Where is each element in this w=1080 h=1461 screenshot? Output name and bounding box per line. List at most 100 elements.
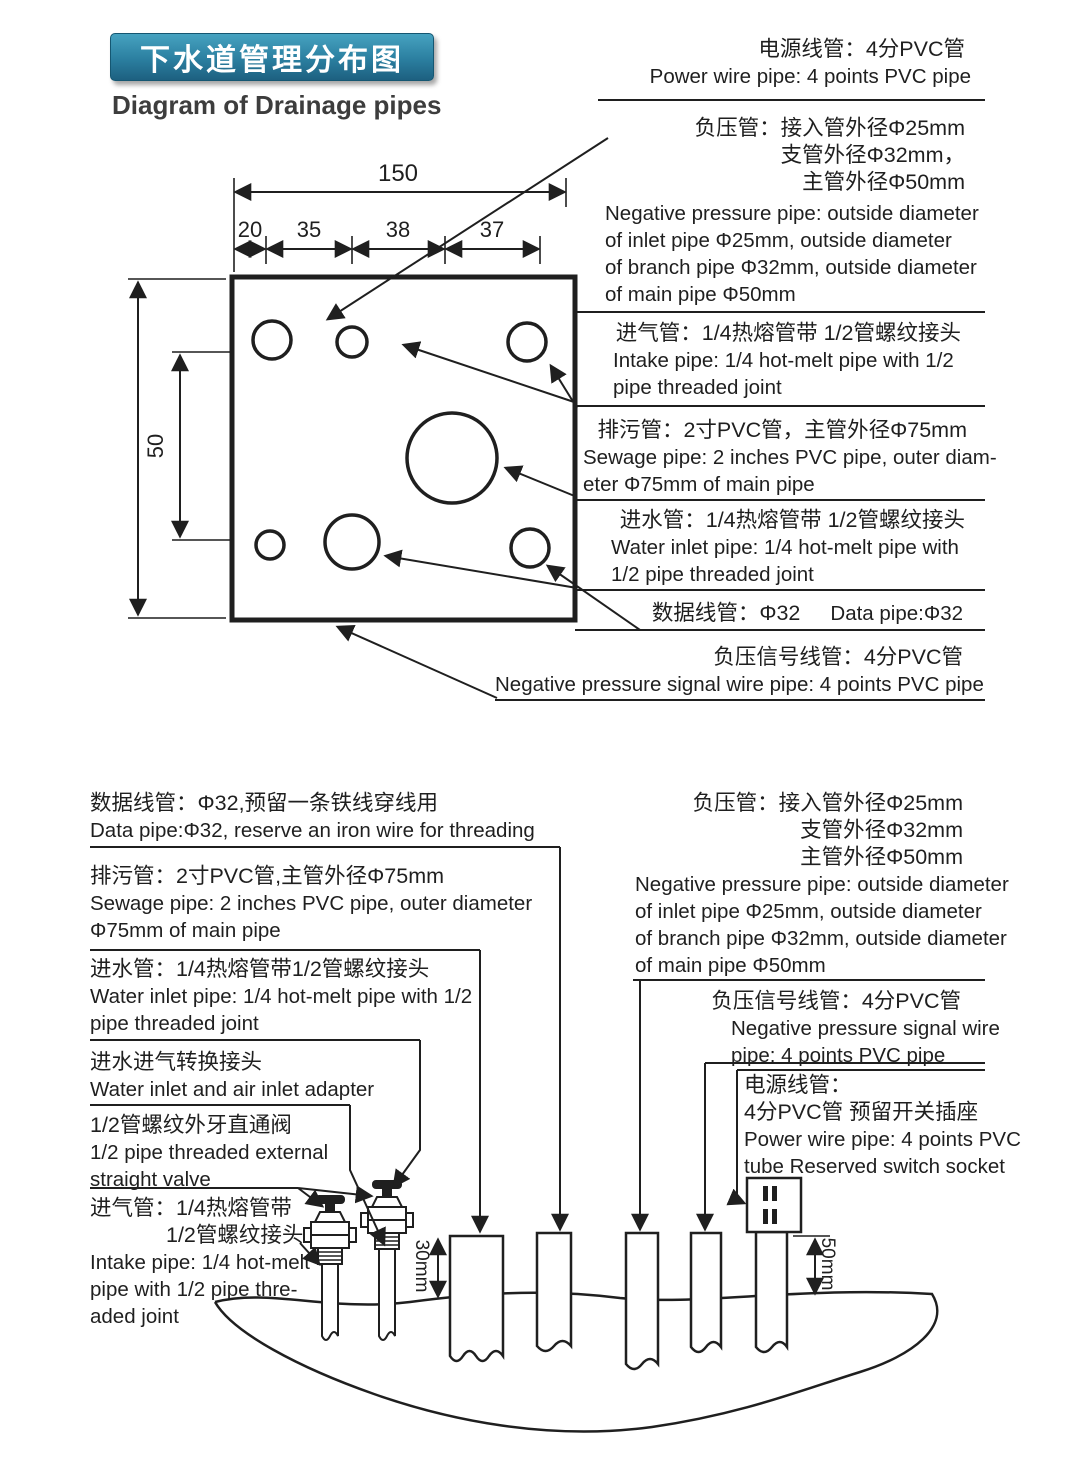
annotation-text: 支管外径Φ32mm	[800, 818, 963, 842]
plan-hole-1	[251, 319, 293, 361]
annotation-text: Intake pipe: 1/4 hot-melt pipe with 1/2	[613, 349, 954, 372]
leader-valve-b	[297, 1185, 374, 1204]
leader-intake-2	[549, 363, 578, 409]
annotation-sewage-top: 排污管：2寸PVC管，主管外径Φ75mm Sewage pipe: 2 inch…	[575, 417, 997, 498]
bottom-leaders	[297, 847, 747, 1267]
annotation-text: Water inlet pipe: 1/4 hot-melt pipe with	[611, 536, 959, 559]
annotation-straight-valve: 1/2管螺纹外牙直通阀 1/2 pipe threaded external s…	[90, 1112, 390, 1193]
leader-valve-a	[297, 1187, 325, 1208]
annotation-text: of inlet pipe Φ25mm, outside diameter	[635, 900, 982, 923]
switch-socket	[745, 1176, 803, 1234]
annotation-text: 数据线管：Φ32,预留一条铁线穿线用	[90, 791, 439, 815]
annotation-text: 1/2管螺纹外牙直通阀	[90, 1113, 292, 1137]
annotation-text: 电源线管：4分PVC管	[758, 37, 965, 61]
page-title-en: Diagram of Drainage pipes	[112, 90, 442, 120]
annotation-negative-pressure-top: 负压管：接入管外径Φ25mm 支管外径Φ32mm， 主管外径Φ50mm Nega…	[575, 115, 985, 308]
annotation-water-inlet-bottom: 进水管：1/4热熔管带1/2管螺纹接头 Water inlet pipe: 1/…	[90, 956, 580, 1037]
annotation-text: 电源线管：	[744, 1073, 852, 1097]
leader-data-pipe	[545, 564, 641, 631]
annotation-text: 进气管：1/4热熔管带 1/2管螺纹接头	[615, 321, 961, 345]
annotation-text: Φ75mm of main pipe	[90, 919, 281, 942]
annotation-text: 4分PVC管 预留开关插座	[744, 1100, 979, 1124]
annotation-intake-bottom: 进气管：1/4热熔管带 1/2管螺纹接头 Intake pipe: 1/4 ho…	[90, 1195, 390, 1330]
annotation-text: Negative pressure signal wire	[731, 1017, 1000, 1040]
annotation-data-pipe-bottom: 数据线管：Φ32,预留一条铁线穿线用 Data pipe:Φ32, reserv…	[90, 790, 580, 844]
annotation-text: Water inlet and air inlet adapter	[90, 1078, 375, 1101]
dim-socket-height-label: 50mm	[817, 1238, 838, 1291]
plan-hole-2	[335, 325, 369, 359]
annotation-text: tube Reserved switch socket	[744, 1155, 1005, 1178]
annotation-text: 1/2管螺纹接头	[166, 1223, 304, 1247]
annotation-text: eter Φ75mm of main pipe	[583, 473, 815, 496]
leader-np-signal	[335, 625, 498, 699]
plan-view	[229, 274, 578, 623]
annotation-power-bottom: 电源线管： 4分PVC管 预留开关插座 Power wire pipe: 4 p…	[742, 1072, 1021, 1180]
pipe-negative-pressure	[624, 1231, 660, 1371]
annotation-text: 支管外径Φ32mm，	[780, 143, 965, 167]
annotation-text-en: Data pipe:Φ32	[830, 602, 963, 625]
distribution-box-outline	[229, 274, 578, 623]
pipe-water-inlet	[378, 1248, 396, 1341]
annotation-text: pipe with 1/2 pipe thre-	[90, 1278, 298, 1301]
annotation-text: Negative pressure signal wire pipe: 4 po…	[495, 673, 984, 696]
dim-seg4-label: 37	[480, 217, 504, 242]
bottom-annotation-rules	[90, 846, 985, 1189]
annotation-text: straight valve	[90, 1168, 211, 1191]
annotation-text: 负压信号线管：4分PVC管	[711, 989, 961, 1013]
annotation-text: of branch pipe Φ32mm, outside diameter	[605, 256, 977, 279]
page-title-zh: 下水道管理分布图	[140, 44, 404, 77]
title-banner: 下水道管理分布图	[110, 33, 434, 81]
annotation-text: aded joint	[90, 1305, 179, 1328]
plan-hole-3	[506, 321, 548, 363]
pipe-np-signal	[689, 1231, 723, 1354]
annotation-np-signal-top: 负压信号线管：4分PVC管 Negative pressure signal w…	[495, 644, 985, 698]
annotation-text: 负压管：接入管外径Φ25mm	[692, 791, 963, 815]
dim-total-width-label: 150	[378, 160, 418, 187]
leader-water-inlet	[392, 1040, 421, 1189]
annotation-power-top: 电源线管：4分PVC管 Power wire pipe: 4 points PV…	[575, 36, 985, 90]
leader-water-inlet	[383, 549, 578, 589]
leader-adapter	[349, 1105, 386, 1247]
annotation-sewage-bottom: 排污管：2寸PVC管,主管外径Φ75mm Sewage pipe: 2 inch…	[90, 863, 580, 944]
plan-leaders	[325, 137, 641, 699]
valve-intake-assembly	[303, 1195, 357, 1341]
leader-power	[726, 1070, 747, 1206]
annotation-text: Intake pipe: 1/4 hot-melt	[90, 1251, 310, 1274]
annotation-text: of main pipe Φ50mm	[635, 954, 826, 977]
top-annotation-rules	[495, 99, 985, 701]
annotation-text: 排污管：2寸PVC管，主管外径Φ75mm	[597, 418, 967, 442]
pipe-data	[535, 1231, 573, 1353]
annotation-negative-pressure-bottom: 负压管：接入管外径Φ25mm 支管外径Φ32mm 主管外径Φ50mm Negat…	[633, 790, 1009, 979]
leader-negative-pressure	[325, 137, 609, 321]
dim-seg3-label: 38	[386, 217, 410, 242]
annotation-text: 负压信号线管：4分PVC管	[713, 645, 963, 669]
annotation-text: Power wire pipe: 4 points PVC	[744, 1128, 1021, 1151]
annotation-text: of branch pipe Φ32mm, outside diameter	[635, 927, 1007, 950]
annotation-text: 进水进气转换接头	[90, 1050, 263, 1074]
annotation-text: 数据线管：Φ32 Data pipe:Φ32	[575, 600, 985, 627]
dim-seg1-label: 20	[238, 217, 262, 242]
annotation-text: 主管外径Φ50mm	[802, 170, 965, 194]
annotation-text: of inlet pipe Φ25mm, outside diameter	[605, 229, 952, 252]
elevation-dimensions	[429, 1235, 830, 1299]
annotation-np-signal-bottom: 负压信号线管：4分PVC管 Negative pressure signal w…	[705, 988, 1000, 1069]
annotation-text: Water inlet pipe: 1/4 hot-melt pipe with…	[90, 985, 473, 1008]
annotation-text: Sewage pipe: 2 inches PVC pipe, outer di…	[90, 892, 533, 915]
annotation-text: 进气管：1/4热熔管带	[90, 1196, 292, 1220]
annotation-text: 1/2 pipe threaded joint	[611, 563, 814, 586]
dim-seg2-label: 35	[297, 217, 321, 242]
annotation-text-zh: 数据线管：Φ32	[651, 601, 801, 625]
annotation-text: 主管外径Φ50mm	[800, 845, 963, 869]
annotation-adapter: 进水进气转换接头 Water inlet and air inlet adapt…	[90, 1049, 580, 1103]
annotation-water-inlet-top: 进水管：1/4热熔管带 1/2管螺纹接头 Water inlet pipe: 1…	[575, 507, 985, 588]
plan-hole-4	[254, 529, 286, 561]
plan-hole-6	[509, 527, 551, 569]
leader-intake	[299, 1242, 321, 1267]
annotation-text: 进水管：1/4热熔管带1/2管螺纹接头	[90, 957, 430, 981]
pipe-power	[754, 1230, 789, 1354]
dim-depth-label: 30mm	[411, 1240, 432, 1293]
annotation-text: 进水管：1/4热熔管带 1/2管螺纹接头	[619, 508, 965, 532]
annotation-text: Negative pressure pipe: outside diameter	[635, 873, 1009, 896]
plan-hole-main-sewage	[405, 411, 499, 505]
annotation-text: of main pipe Φ50mm	[605, 283, 796, 306]
